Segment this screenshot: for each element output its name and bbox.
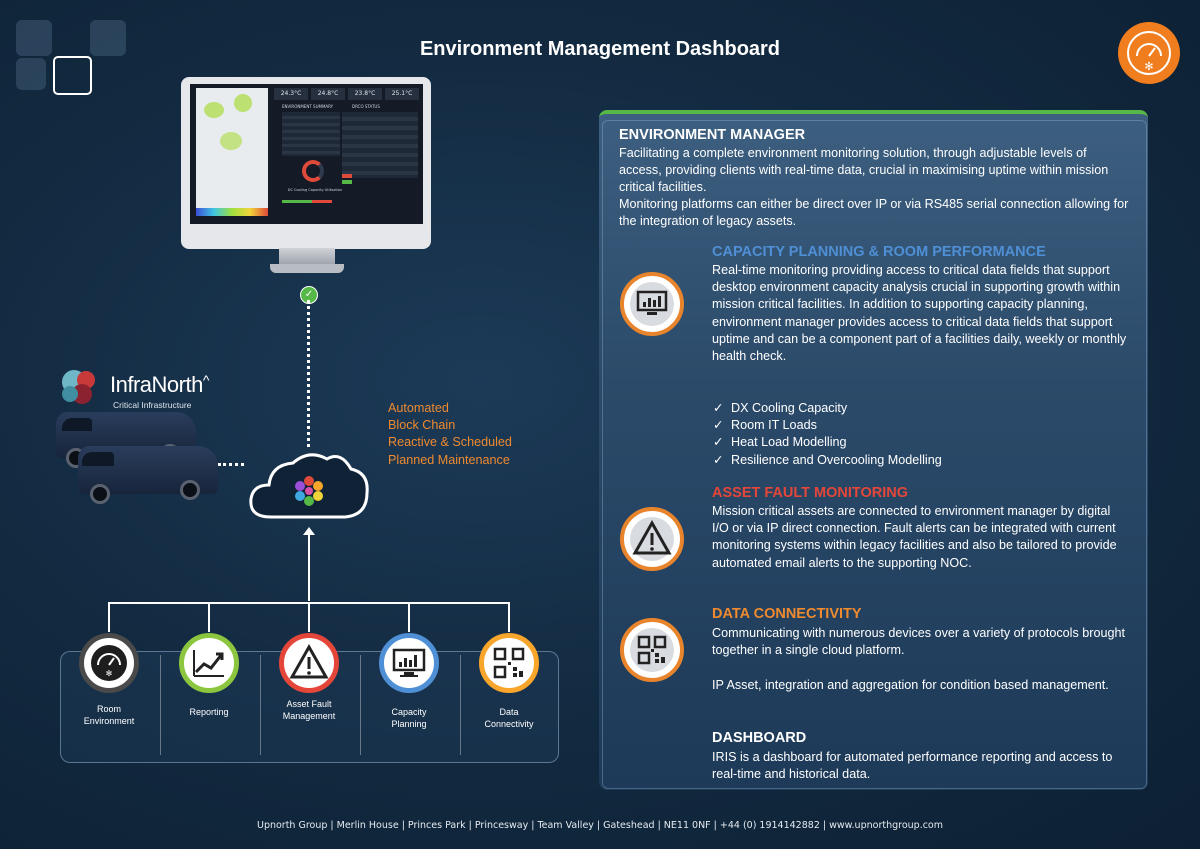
divider <box>260 655 261 755</box>
decorative-square <box>16 20 52 56</box>
qr-code-icon <box>479 633 539 693</box>
data-text: Communicating with numerous devices over… <box>712 626 1125 658</box>
environment-logo-icon: ✻ <box>1118 22 1180 84</box>
arrow-up-icon <box>303 527 315 535</box>
dashboard-text: IRIS is a dashboard for automated perfor… <box>712 750 1113 782</box>
brand-name: InfraNorth^ <box>110 372 209 397</box>
info-panel-border <box>602 120 1147 789</box>
status-table <box>342 112 418 178</box>
warning-icon <box>279 633 339 693</box>
service-item: Reactive & Scheduled <box>388 435 512 450</box>
list-item: Resilience and Overcooling Modelling <box>713 452 942 469</box>
van-wheel <box>90 484 110 504</box>
data-text-2: IP Asset, integration and aggregation fo… <box>712 678 1109 692</box>
temperature-readout: 23.8°C <box>348 88 382 100</box>
connector-line <box>408 602 410 632</box>
decorative-outline-square <box>53 56 92 95</box>
status-bar <box>342 180 352 184</box>
connector-line <box>208 602 210 632</box>
panel-intro-2: Monitoring platforms can either be direc… <box>619 197 1129 229</box>
temperature-readout: 25.1°C <box>385 88 419 100</box>
summary-heading: ENVIRONMENT SUMMARY <box>282 104 334 109</box>
connector-line <box>508 602 510 632</box>
divider <box>460 655 461 755</box>
temperature-readout: 24.3°C <box>274 88 308 100</box>
infranorth-logo-icon <box>62 370 95 404</box>
services-list: Automated Block Chain Reactive & Schedul… <box>388 400 512 469</box>
icon-label: Asset Fault Management <box>282 699 336 721</box>
dotted-connector <box>218 463 244 466</box>
summary-table <box>282 112 340 156</box>
monitor-stand <box>279 248 335 266</box>
room-environment-icon: ✻ <box>79 633 139 693</box>
van-windscreen <box>62 418 92 431</box>
qr-code-icon <box>620 618 684 682</box>
connector-line <box>308 533 310 601</box>
warning-icon <box>620 507 684 571</box>
decorative-square <box>90 20 126 56</box>
cloud-icon <box>249 453 369 519</box>
reporting-icon <box>179 633 239 693</box>
status-heading: DRCO STATUS <box>352 104 380 109</box>
brand-tagline: Critical Infrastructure <box>113 400 192 410</box>
panel-heading: ENVIRONMENT MANAGER <box>619 127 806 143</box>
list-item: DX Cooling Capacity <box>713 400 942 417</box>
asset-text: Mission critical assets are connected to… <box>712 504 1117 570</box>
capacity-bar <box>282 200 332 203</box>
icon-label: Room Environment <box>83 704 135 726</box>
divider <box>360 655 361 755</box>
dashboard-heading: DASHBOARD <box>712 730 807 746</box>
service-item: Block Chain <box>388 418 456 433</box>
icon-label: Capacity Planning <box>391 707 427 729</box>
page-title: Environment Management Dashboard <box>419 38 781 60</box>
svg-text:✻: ✻ <box>1144 60 1153 73</box>
dotted-connector <box>307 300 310 447</box>
service-item: Planned Maintenance <box>388 452 510 467</box>
capacity-text: Real-time monitoring providing access to… <box>712 263 1127 364</box>
connector-line <box>108 602 110 632</box>
capacity-list: DX Cooling Capacity Room IT Loads Heat L… <box>713 400 942 469</box>
divider <box>160 655 161 755</box>
monitor-chart-icon <box>620 272 684 336</box>
svg-text:✻: ✻ <box>106 669 113 678</box>
temperature-readout: 24.8°C <box>311 88 345 100</box>
gauge-label: DC Cooling Capacity Utilisation <box>287 188 343 192</box>
connector-line <box>308 602 310 632</box>
status-bar <box>342 174 352 178</box>
service-item: Automated <box>388 401 449 415</box>
van-windscreen <box>82 452 114 466</box>
dashboard-screen: 24.3°C 24.8°C 23.8°C 25.1°C ENVIRONMENT … <box>190 84 423 224</box>
capacity-heading: CAPACITY PLANNING & ROOM PERFORMANCE <box>712 244 1046 260</box>
van-wheel <box>180 480 200 500</box>
heatmap-spot <box>234 94 252 112</box>
icon-label: Data Connectivity <box>484 707 534 729</box>
monitor-chart-icon <box>379 633 439 693</box>
color-scale <box>196 208 268 216</box>
monitor-foot <box>270 264 344 273</box>
heatmap-spot <box>220 132 242 150</box>
list-item: Room IT Loads <box>713 417 942 434</box>
decorative-square <box>16 58 46 90</box>
footer-address: Upnorth Group | Merlin House | Princes P… <box>256 820 943 831</box>
heatmap-spot <box>204 102 224 118</box>
asset-heading: ASSET FAULT MONITORING <box>712 485 909 501</box>
capacity-gauge <box>302 160 324 182</box>
data-heading: DATA CONNECTIVITY <box>712 606 862 622</box>
panel-intro: Facilitating a complete environment moni… <box>619 146 1109 195</box>
list-item: Heat Load Modelling <box>713 434 942 451</box>
icon-label: Reporting <box>189 707 229 717</box>
